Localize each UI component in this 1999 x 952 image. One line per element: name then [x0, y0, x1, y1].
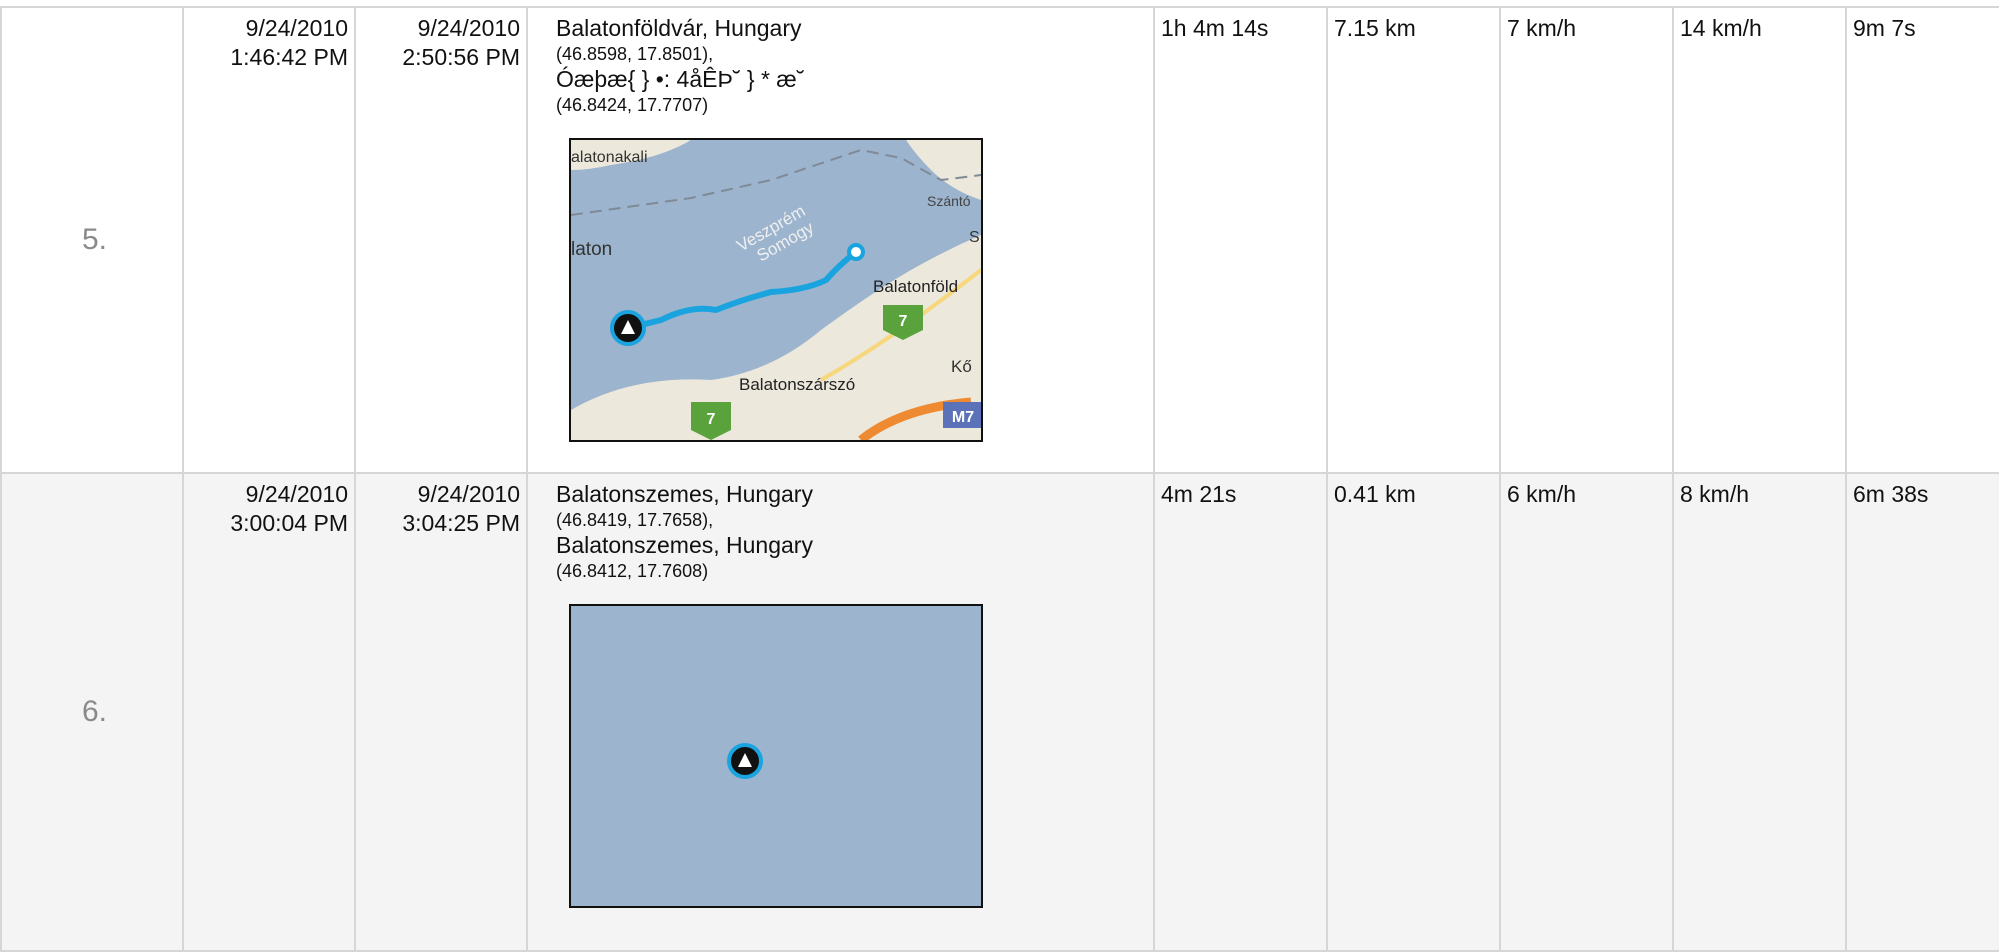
end-time: 3:04:25 PM — [402, 510, 520, 536]
duration: 1h 4m 14s — [1153, 6, 1328, 474]
avg-speed: 7 km/h — [1499, 6, 1674, 474]
route-start-marker — [610, 310, 646, 346]
end-coordinates: (46.8424, 17.7707) — [556, 95, 709, 115]
end-date: 9/24/2010 — [417, 481, 520, 507]
route-map[interactable] — [569, 604, 983, 908]
route-end-dot — [847, 243, 865, 261]
shore-land-south — [571, 235, 981, 440]
svg-text:7: 7 — [899, 313, 908, 330]
start-place: Balatonföldvár, Hungary — [556, 15, 802, 41]
road-7-shield-b: 7 — [691, 402, 731, 440]
start-place: Balatonszemes, Hungary — [556, 481, 813, 507]
map-label-town-nw: alatonakali — [571, 149, 648, 166]
start-time: 1:46:42 PM — [230, 44, 348, 70]
distance: 7.15 km — [1326, 6, 1501, 474]
end-date: 9/24/2010 — [417, 15, 520, 41]
end-time-cell: 9/24/2010 2:50:56 PM — [354, 6, 528, 474]
avg-speed: 6 km/h — [1499, 472, 1674, 952]
route-start-marker — [727, 743, 763, 779]
start-date: 9/24/2010 — [245, 481, 348, 507]
end-place: Óæþæ{ } •: 4åÊÞ˘ } * æ˘ — [556, 66, 805, 92]
start-time-cell: 9/24/2010 1:46:42 PM — [182, 6, 356, 474]
row-index: 6. — [0, 472, 184, 952]
start-coordinates: (46.8598, 17.8501), — [556, 44, 714, 64]
county-border — [571, 148, 981, 216]
distance: 0.41 km — [1326, 472, 1501, 952]
road-7-shield-a: 7 — [883, 305, 923, 340]
pace: 6m 38s — [1845, 472, 1999, 952]
svg-text:M7: M7 — [952, 409, 974, 426]
map-label-lake: laton — [571, 239, 612, 260]
end-place: Balatonszemes, Hungary — [556, 532, 813, 558]
table-row: 5. 9/24/2010 1:46:42 PM 9/24/2010 2:50:5… — [0, 6, 1999, 474]
start-date: 9/24/2010 — [245, 15, 348, 41]
route-line — [626, 249, 859, 331]
map-label-edge-s: S — [969, 229, 980, 246]
max-speed: 8 km/h — [1672, 472, 1847, 952]
map-label-town-s: Balatonszárszó — [739, 375, 855, 394]
duration: 4m 21s — [1153, 472, 1328, 952]
start-time: 3:00:04 PM — [230, 510, 348, 536]
location-cell: Balatonszemes, Hungary (46.8419, 17.7658… — [526, 472, 1155, 952]
start-time-cell: 9/24/2010 3:00:04 PM — [182, 472, 356, 952]
max-speed: 14 km/h — [1672, 6, 1847, 474]
motorway-shield: M7 — [943, 402, 981, 428]
lake-water — [571, 606, 981, 906]
shore-land-ne — [906, 140, 981, 200]
map-label-start-town: Balatonföld — [873, 277, 958, 296]
pace: 9m 7s — [1845, 6, 1999, 474]
svg-text:7: 7 — [707, 411, 716, 428]
end-time: 2:50:56 PM — [402, 44, 520, 70]
table-row: 6. 9/24/2010 3:00:04 PM 9/24/2010 3:04:2… — [0, 472, 1999, 952]
end-time-cell: 9/24/2010 3:04:25 PM — [354, 472, 528, 952]
start-coordinates: (46.8419, 17.7658), — [556, 510, 714, 530]
map-label-town-ne: Szántó — [927, 193, 971, 209]
trips-table: 5. 9/24/2010 1:46:42 PM 9/24/2010 2:50:5… — [0, 6, 1999, 952]
row-index: 5. — [0, 6, 184, 474]
end-coordinates: (46.8412, 17.7608) — [556, 561, 709, 581]
route-map[interactable]: 7 7 M7 alatonakali laton Veszprém Somogy… — [569, 138, 983, 442]
shore-land-north — [571, 140, 691, 170]
map-label-town-e: Kő — [951, 357, 972, 376]
location-cell: Balatonföldvár, Hungary (46.8598, 17.850… — [526, 6, 1155, 474]
